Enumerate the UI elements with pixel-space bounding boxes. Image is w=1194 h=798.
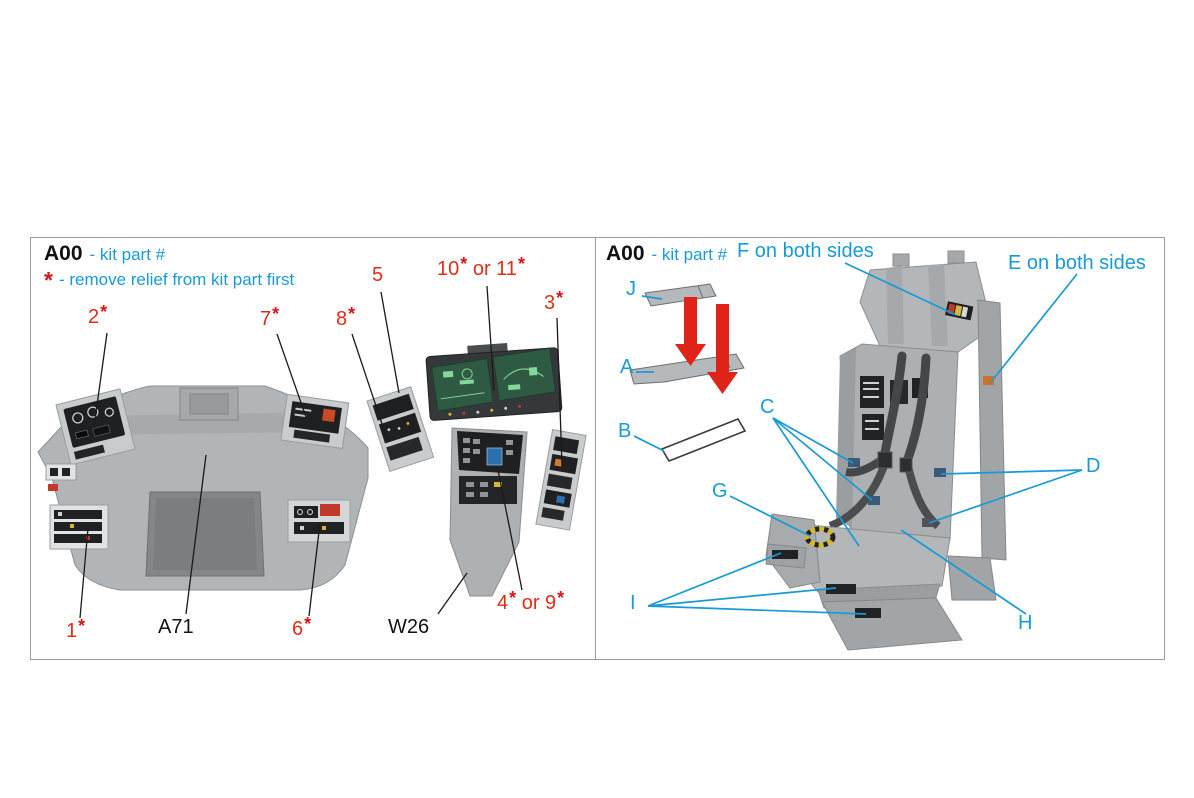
callout-or: or (516, 592, 546, 614)
legend-text: - remove relief from kit part first (58, 270, 295, 289)
callout-number: 9 (545, 592, 557, 614)
callout-i: I (630, 592, 636, 614)
remove-relief-star: * (557, 588, 565, 608)
remove-relief-star: * (304, 614, 312, 634)
kit-part-code: A00 (606, 242, 645, 265)
callout-6: 6* (292, 614, 311, 640)
callout-number: 4 (497, 592, 509, 614)
remove-relief-star: * (100, 302, 108, 322)
part-label-w26: W26 (388, 616, 430, 638)
kit-part-note: - kit part # (651, 245, 728, 264)
callout-2: 2* (88, 302, 107, 328)
legend-star-icon: * (44, 267, 53, 293)
remove-relief-star: * (509, 588, 517, 608)
callout-3: 3* (544, 288, 563, 314)
left-panel-header: A00 - kit part # (44, 242, 165, 265)
part-label-a71: A71 (158, 616, 194, 638)
remove-relief-star: * (272, 304, 280, 324)
callout-number: 6 (292, 618, 304, 640)
remove-relief-star: * (78, 616, 86, 636)
callout-number: 3 (544, 292, 556, 314)
callout-8: 8* (336, 304, 355, 330)
callout-number: 8 (336, 308, 348, 330)
callout-number: 10 (437, 258, 460, 280)
remove-relief-star: * (556, 288, 564, 308)
callout-or: or (467, 258, 497, 280)
callout-h: H (1018, 612, 1033, 634)
callout-1: 1* (66, 616, 85, 642)
remove-relief-star: * (348, 304, 356, 324)
remove-relief-star: * (460, 254, 468, 274)
callout-b: B (618, 420, 632, 442)
callout-j: J (626, 278, 636, 300)
callout-number: 2 (88, 306, 100, 328)
right-instruction-panel (595, 237, 1165, 660)
callout-4-or-9: 4* or 9* (497, 588, 564, 614)
callout-number: 1 (66, 620, 78, 642)
kit-part-note: - kit part # (89, 245, 166, 264)
callout-7: 7* (260, 304, 279, 330)
right-panel-header: A00 - kit part # (606, 242, 727, 265)
remove-relief-star: * (517, 254, 525, 274)
callout-c: C (760, 396, 775, 418)
callout-number: 7 (260, 308, 272, 330)
callout-g: G (712, 480, 728, 502)
remove-relief-legend: * - remove relief from kit part first (44, 267, 295, 293)
callout-number: 5 (372, 264, 384, 286)
kit-part-code: A00 (44, 242, 83, 265)
note-e-both-sides: E on both sides (1008, 252, 1146, 274)
callout-d: D (1086, 455, 1101, 477)
callout-number: 11 (496, 258, 517, 280)
callout-a: A (620, 356, 634, 378)
callout-10-or-11: 10* or 11* (437, 254, 525, 280)
callout-5: 5 (372, 264, 384, 286)
note-f-both-sides: F on both sides (737, 240, 874, 262)
